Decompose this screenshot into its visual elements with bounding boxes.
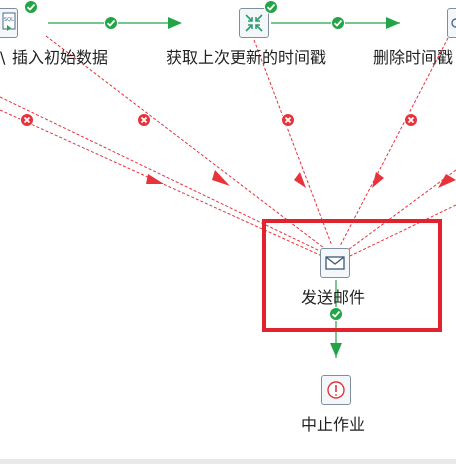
sql-script-icon: SQL xyxy=(2,12,16,31)
mail-icon xyxy=(325,256,345,270)
insert-initial-data-label: 插入初始数据 xyxy=(12,48,109,67)
compress-arrows-icon xyxy=(245,14,263,32)
success-badge-icon xyxy=(24,0,38,14)
delete-timestamp-node[interactable] xyxy=(447,8,456,38)
success-badge-icon xyxy=(331,16,345,30)
abort-job-label: 中止作业 xyxy=(301,415,366,434)
insert-initial-data-node[interactable]: SQL xyxy=(0,8,18,38)
success-badge-icon xyxy=(264,0,278,14)
hop-success-arrow xyxy=(386,17,400,29)
get-last-update-timestamp-label: 获取上次更新的时间戳 xyxy=(166,48,327,67)
abort-icon xyxy=(327,381,345,399)
hop-failure-1[interactable] xyxy=(0,96,323,253)
send-mail-label: 发送邮件 xyxy=(301,288,366,307)
insert-initial-data-prefix: \ xyxy=(0,48,6,67)
hop-failure-arrow xyxy=(146,174,164,184)
send-mail-node[interactable] xyxy=(320,248,350,278)
sql-icon-text: SQL xyxy=(4,17,14,23)
hop-success-arrow xyxy=(168,17,182,29)
abort-job-node[interactable] xyxy=(321,375,351,405)
failure-badge-icon xyxy=(137,113,151,127)
delete-timestamp-label: 删除时间戳 xyxy=(373,48,454,67)
selection-highlight-box xyxy=(262,219,442,332)
failure-badge-icon xyxy=(281,113,295,127)
hop-failure-4[interactable] xyxy=(253,39,333,247)
hop-failure-arrow xyxy=(294,172,306,188)
hop-failure-arrow xyxy=(438,174,456,188)
success-badge-icon xyxy=(329,307,343,321)
hop-failure-arrow xyxy=(372,172,384,188)
hop-success-arrow xyxy=(330,343,342,357)
hop-failure-3[interactable] xyxy=(45,35,325,249)
success-badge-icon xyxy=(104,16,118,30)
hop-failure-6[interactable] xyxy=(347,169,456,251)
script-icon xyxy=(451,18,456,28)
hop-failure-5[interactable] xyxy=(339,37,449,247)
failure-badge-icon xyxy=(20,113,34,127)
hop-failure-arrow xyxy=(212,170,230,186)
canvas-bottom-edge xyxy=(0,459,456,464)
failure-badge-icon xyxy=(404,113,418,127)
get-last-update-timestamp-node[interactable] xyxy=(239,8,269,38)
